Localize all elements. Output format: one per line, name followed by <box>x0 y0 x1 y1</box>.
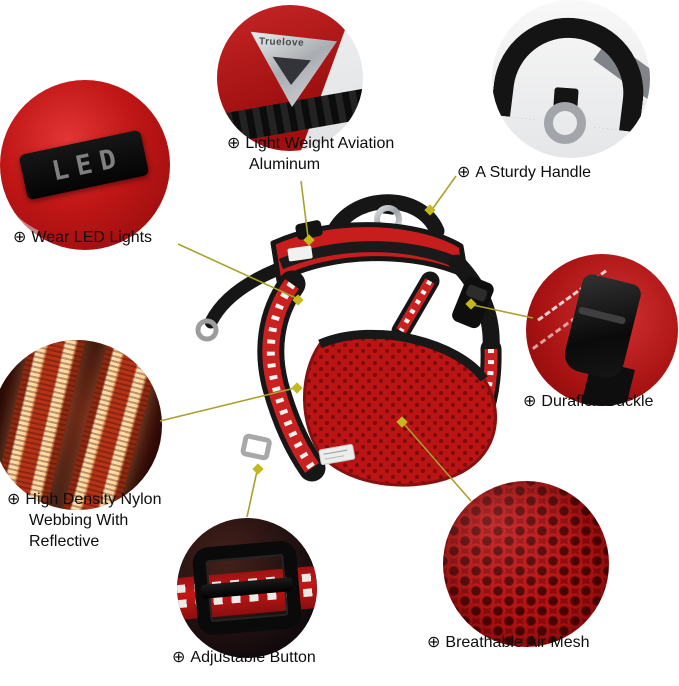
right-neck-strap-red <box>396 278 435 334</box>
metal-ring-icon <box>195 318 219 342</box>
label-text: A Sturdy Handle <box>475 164 592 181</box>
callout-line-buckle <box>472 304 534 319</box>
callout-line-adjust <box>246 470 258 518</box>
reflective-stitch <box>266 281 316 471</box>
mesh-highlight <box>443 481 609 647</box>
metal-adjuster-icon <box>240 433 272 461</box>
metal-d-ring-icon <box>544 102 586 144</box>
harness <box>195 194 502 487</box>
label-text: Breathable Air Mesh <box>445 634 590 651</box>
callout-marker <box>292 294 304 306</box>
callout-label-mesh: ⊕Breathable Air Mesh <box>427 632 589 653</box>
callout-label-buckle: ⊕Duraflex Buckle <box>523 391 653 412</box>
callout-marker <box>465 298 477 310</box>
callout-label-webbing: ⊕High Density Nylon Webbing With Reflect… <box>7 489 161 552</box>
label-text: Webbing With <box>29 512 129 529</box>
label-text: Aluminum <box>249 156 321 173</box>
callout-label-led: ⊕Wear LED Lights <box>13 227 152 248</box>
callout-line-aviation <box>300 180 309 238</box>
label-text: Wear LED Lights <box>31 229 153 246</box>
circled-plus-icon: ⊕ <box>457 164 471 181</box>
neck-strap-stub <box>295 220 323 240</box>
label-text: Reflective <box>29 533 100 550</box>
woven-tag <box>318 443 356 466</box>
detail-photo-air-mesh <box>443 481 609 647</box>
detail-photo-adjustable-button <box>177 518 317 658</box>
detail-photo-handle <box>492 0 650 158</box>
label-text: Light Weight Aviation <box>245 135 395 152</box>
circled-plus-icon: ⊕ <box>7 491 21 508</box>
callout-marker <box>303 234 315 246</box>
detail-photo-aluminum-ring: Truelove <box>217 5 363 151</box>
callout-line-led <box>177 243 297 299</box>
callout-line-webbing <box>159 387 296 422</box>
left-shoulder-strap <box>204 263 283 329</box>
circled-plus-icon: ⊕ <box>523 393 537 410</box>
callout-label-handle: ⊕A Sturdy Handle <box>457 162 591 183</box>
callout-line-handle <box>430 175 457 212</box>
detail-photo-reflective-webbing <box>0 340 162 510</box>
label-text: Duraflex Buckle <box>541 393 654 410</box>
detail-photo-buckle <box>526 254 678 406</box>
callout-markers <box>252 204 477 475</box>
callout-label-adjust: ⊕Adjustable Button <box>172 647 316 668</box>
detail-photo-led-lights: LED <box>0 80 170 250</box>
callout-marker <box>291 382 303 394</box>
callout-marker <box>424 204 436 216</box>
panel-trim <box>318 329 488 382</box>
label-text: Adjustable Button <box>190 649 316 666</box>
callout-line-mesh <box>403 423 472 502</box>
callout-lines <box>159 175 534 518</box>
circled-plus-icon: ⊕ <box>13 229 27 246</box>
callout-marker <box>252 463 264 475</box>
callout-marker <box>396 416 408 428</box>
circled-plus-icon: ⊕ <box>227 135 241 152</box>
circled-plus-icon: ⊕ <box>172 649 186 666</box>
circled-plus-icon: ⊕ <box>427 634 441 651</box>
callout-label-aviation: ⊕Light Weight Aviation Aluminum <box>227 133 394 175</box>
logo-patch <box>287 245 313 262</box>
label-text: High Density Nylon <box>25 491 162 508</box>
